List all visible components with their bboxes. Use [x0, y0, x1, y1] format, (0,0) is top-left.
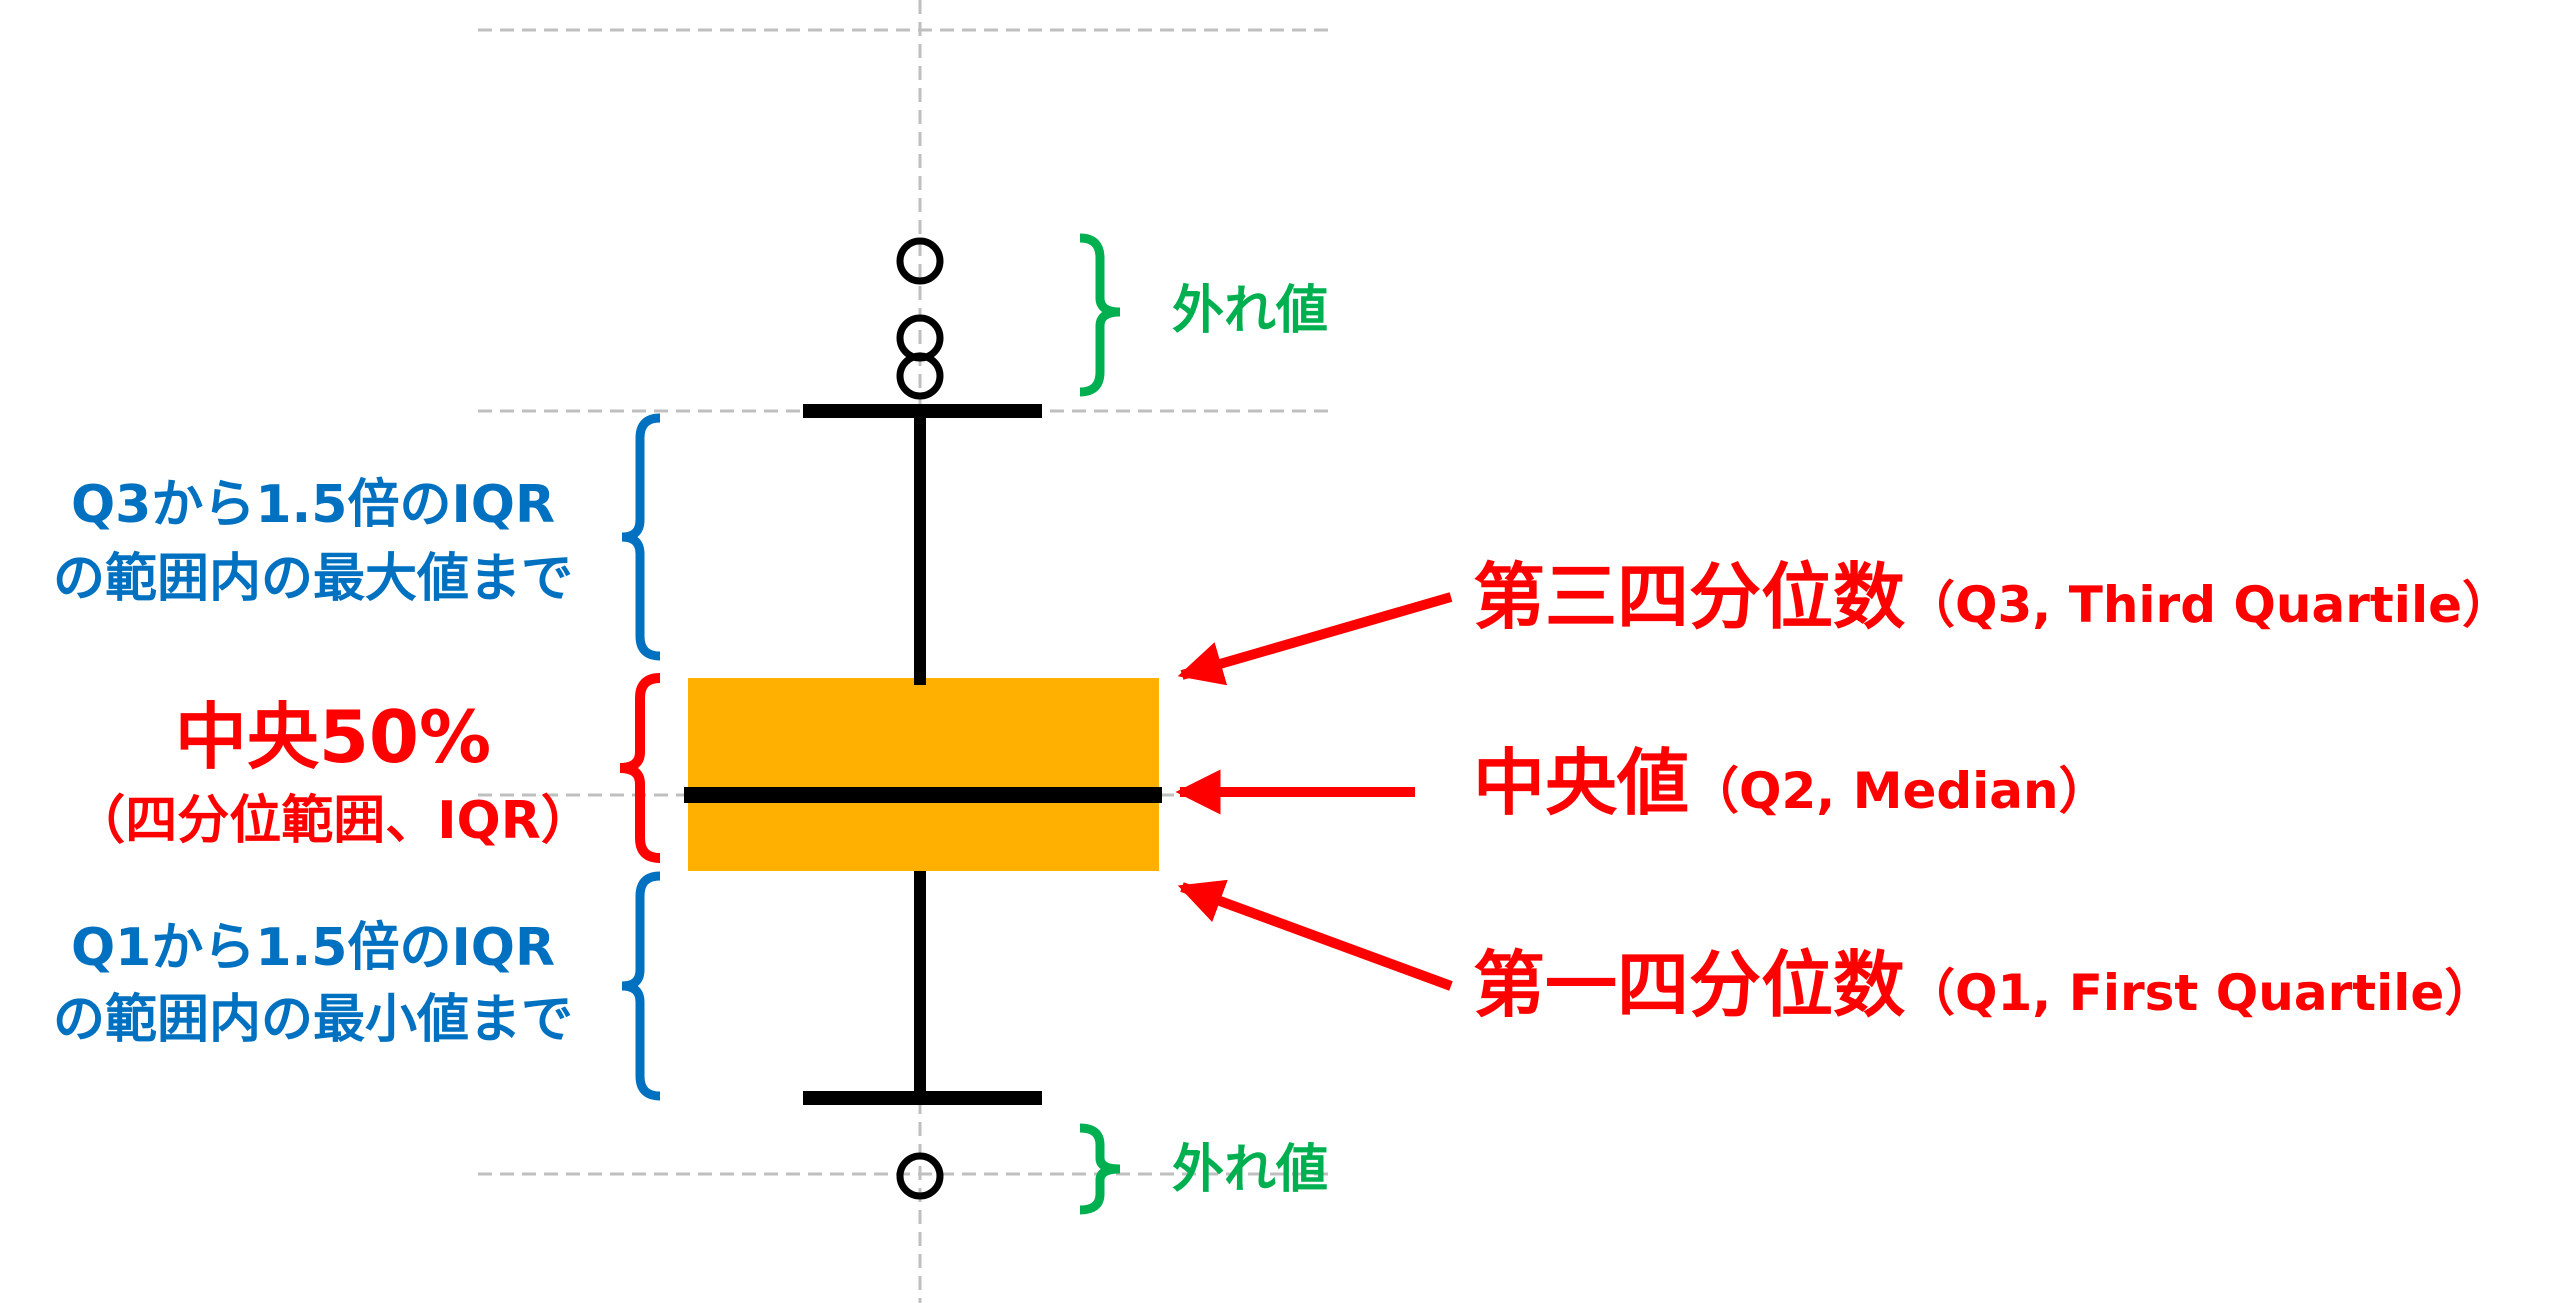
outliers: [896, 237, 944, 1200]
upper-whisker-label-1: Q3から1.5倍のIQR: [71, 475, 555, 535]
upper-whisker-brace: [621, 413, 661, 661]
median-label-sub: （Q2, Median）: [1689, 762, 2109, 820]
iqr-brace: [619, 673, 661, 863]
iqr-subtitle: （四分位範囲、IQR）: [73, 791, 593, 851]
q3-label-main: 第三四分位数: [1473, 555, 1905, 639]
outlier-point: [896, 352, 944, 400]
q3-label: 第三四分位数（Q3, Third Quartile）: [1473, 555, 2512, 639]
outlier-point: [896, 1152, 944, 1200]
outlier-point: [896, 237, 944, 285]
lower-whisker-brace: [621, 871, 661, 1101]
upper-whisker-label-2: の範囲内の最大値まで: [53, 549, 573, 609]
q3-label-sub: （Q3, Third Quartile）: [1905, 576, 2512, 634]
gridlines: [478, 0, 1336, 1303]
iqr-title: 中央50%: [175, 695, 491, 779]
median-label-main: 中央値: [1473, 741, 1689, 825]
iqr-box: [688, 678, 1159, 871]
lower-whisker-label-2: の範囲内の最小値まで: [53, 990, 573, 1050]
q1-label-main: 第一四分位数: [1473, 943, 1905, 1027]
q1-arrow: [1177, 879, 1453, 991]
outlier-brace-top: [1079, 233, 1121, 397]
median-label: 中央値（Q2, Median）: [1473, 741, 2109, 825]
lower-whisker-label-1: Q1から1.5倍のIQR: [71, 918, 555, 978]
outlier-brace-bottom: [1079, 1123, 1121, 1215]
q3-arrow: [1177, 592, 1453, 686]
outlier-label-bottom: 外れ値: [1172, 1140, 1328, 1200]
q1-label-sub: （Q1, First Quartile）: [1905, 964, 2494, 1022]
q1-label: 第一四分位数（Q1, First Quartile）: [1473, 943, 2494, 1027]
outlier-label-top: 外れ値: [1172, 281, 1328, 341]
